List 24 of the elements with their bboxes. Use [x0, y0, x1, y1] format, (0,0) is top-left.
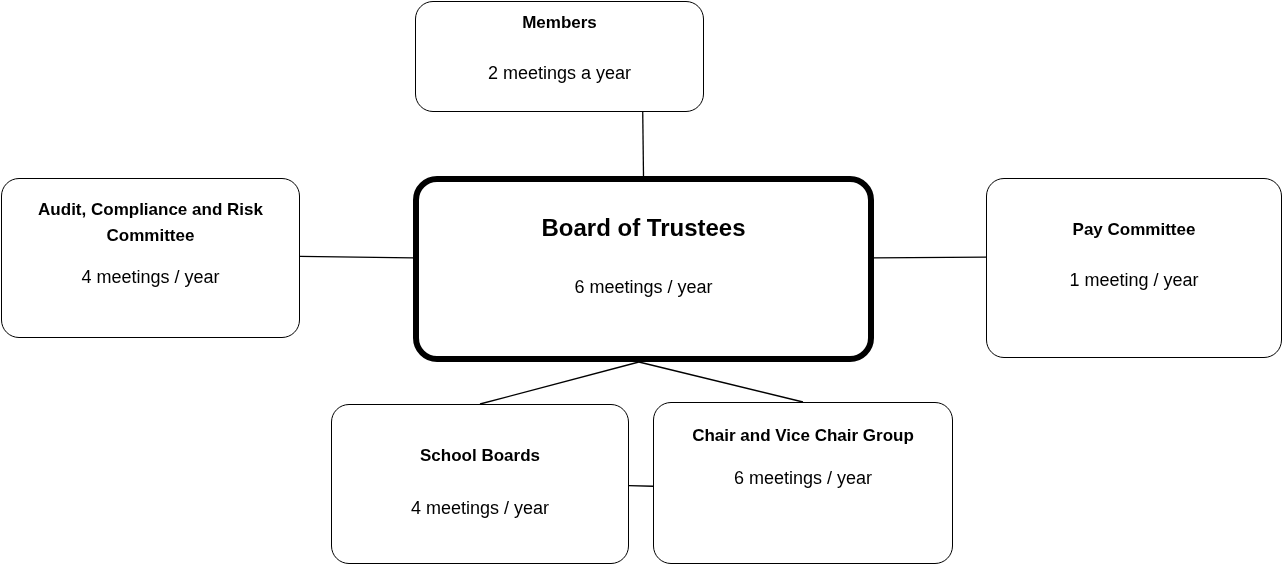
rounded-box	[413, 176, 874, 362]
connector-line	[479, 361, 640, 405]
connector-line	[638, 361, 804, 403]
meeting-frequency: 2 meetings a year	[487, 61, 632, 85]
meeting-frequency: 4 meetings / year	[81, 266, 220, 289]
box-heading: Board of Trustees	[541, 213, 746, 243]
rounded-box	[1, 178, 300, 338]
box-heading: Audit, Compliance and Risk Committee	[37, 199, 264, 247]
meeting-frequency: 6 meetings / year	[574, 276, 713, 299]
rounded-box	[415, 1, 704, 112]
box-heading: Members	[522, 12, 597, 34]
box-heading: School Boards	[420, 445, 540, 467]
rounded-box	[986, 178, 1282, 358]
meeting-frequency: 6 meetings / year	[733, 466, 873, 490]
connector-line	[873, 256, 987, 259]
meeting-frequency: 1 meeting / year	[1069, 268, 1199, 292]
meeting-frequency: 4 meetings / year	[410, 496, 550, 520]
rounded-box	[653, 402, 953, 564]
connector-line	[628, 484, 654, 487]
box-heading: Pay Committee	[1072, 219, 1196, 241]
box-heading: Chair and Vice Chair Group	[692, 425, 914, 447]
connector-line	[642, 111, 645, 177]
connector-line	[299, 255, 414, 259]
rounded-box	[331, 404, 629, 564]
